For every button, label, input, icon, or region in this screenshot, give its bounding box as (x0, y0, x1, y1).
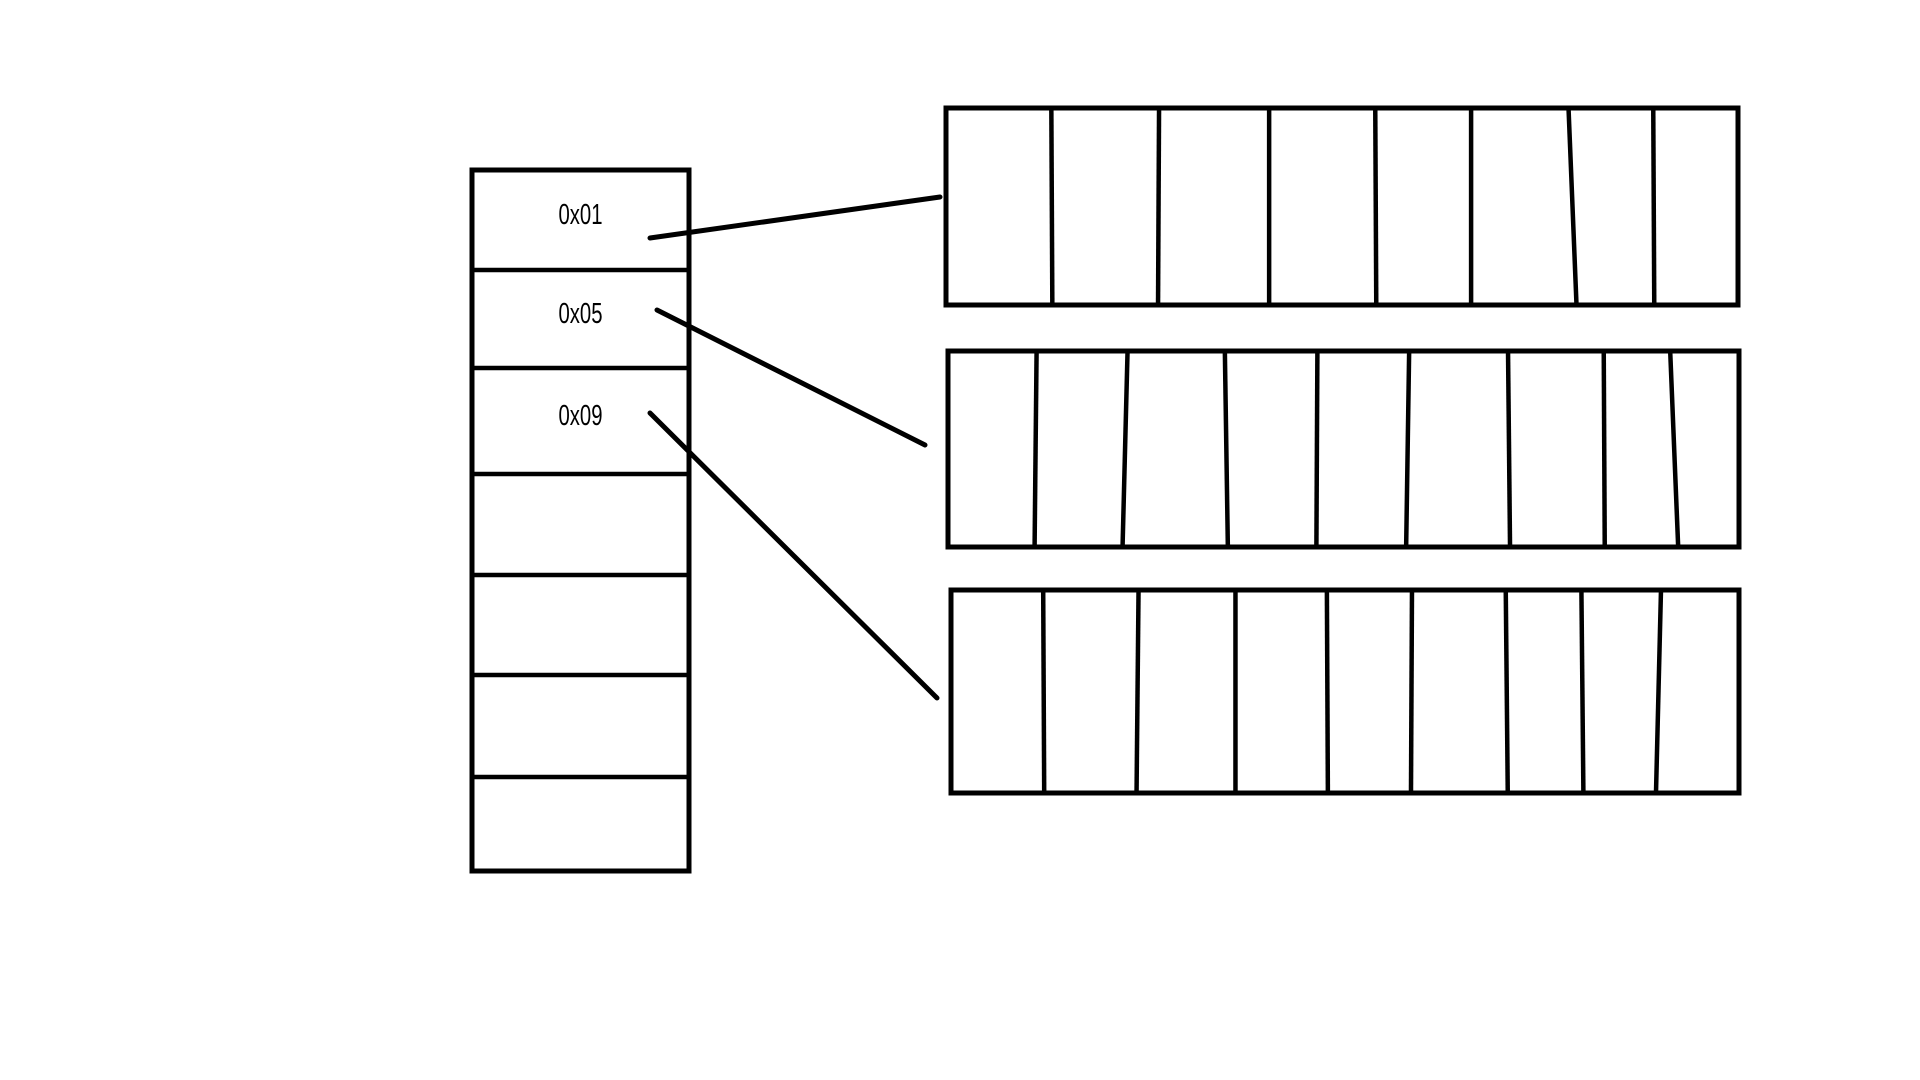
memory-cell-divider (1373, 107, 1379, 306)
memory-block-2 (945, 348, 1742, 550)
memory-cell-divider (1651, 107, 1657, 306)
memory-cell-divider (1324, 589, 1331, 794)
memory-block-outline (943, 105, 1741, 308)
memory-cell-divider (1314, 350, 1320, 548)
pointer-line-0x05-to-memory-block-2 (654, 307, 928, 448)
memory-block-outline (945, 348, 1742, 550)
memory-cell-divider (1579, 589, 1586, 794)
memory-block-outline (948, 587, 1742, 796)
pointer-line-0x09-to-memory-block-3 (647, 410, 940, 701)
memory-block-1 (943, 105, 1741, 308)
index-cell-label: 0x01 (559, 199, 603, 231)
memory-cell-divider (1222, 350, 1231, 548)
pointer-line-0x01-to-memory-block-1 (647, 194, 943, 241)
memory-cell-divider (1049, 107, 1055, 306)
memory-cell-divider (1503, 589, 1511, 794)
memory-cell-divider (1032, 350, 1039, 548)
memory-cell-divider (1040, 589, 1047, 794)
index-column: 0x01 0x05 0x09 (469, 167, 692, 874)
index-cell-label: 0x05 (559, 298, 603, 330)
memory-cell-divider (1408, 589, 1415, 794)
memory-cell-divider (1505, 350, 1513, 548)
memory-cell-divider (1667, 350, 1681, 548)
index-cell-label: 0x09 (559, 400, 603, 432)
memory-cell-divider (1653, 589, 1664, 794)
memory-cell-divider (1403, 350, 1412, 548)
index-column-outline (469, 167, 692, 874)
memory-cell-divider (1566, 107, 1579, 306)
memory-cell-divider (1601, 350, 1607, 548)
memory-block-3 (948, 587, 1742, 796)
memory-cell-divider (1120, 350, 1130, 548)
memory-cell-divider (1134, 589, 1141, 794)
memory-cell-divider (1155, 107, 1162, 306)
